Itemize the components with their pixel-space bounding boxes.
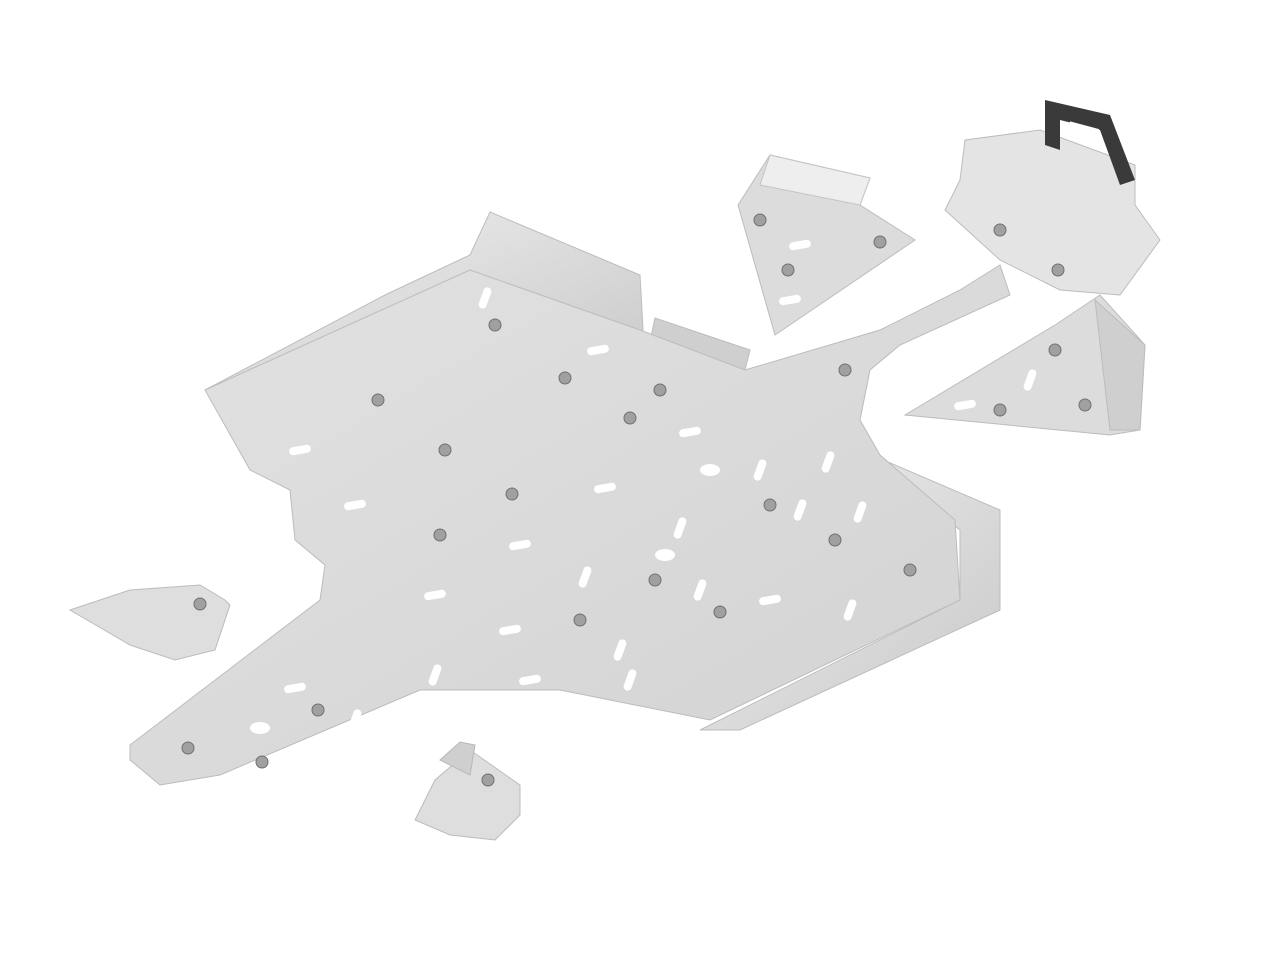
drain-slot (779, 294, 801, 306)
bolt-icon (653, 383, 667, 397)
round-hole (250, 722, 270, 734)
bolt-icon (753, 213, 767, 227)
bolt-icon (828, 533, 842, 547)
drain-slot (348, 709, 362, 731)
bolt-icon (648, 573, 662, 587)
drain-slot (843, 599, 857, 621)
main-skid-plate (129, 264, 1011, 786)
bolt-icon (438, 443, 452, 457)
winch-bracket (1045, 100, 1135, 185)
bolt-icon (1048, 343, 1062, 357)
bolt-icon (433, 528, 447, 542)
bolt-icon (193, 597, 207, 611)
footrest-tab (439, 741, 476, 776)
bolt-icon (255, 755, 269, 769)
drain-slot (587, 344, 609, 356)
round-hole (655, 549, 675, 561)
winch-slot (1066, 121, 1100, 141)
drain-slot (478, 287, 492, 309)
bolt-icon (573, 613, 587, 627)
lower-footrest-guard (414, 749, 521, 841)
drain-slot (509, 539, 531, 551)
drain-slot (424, 589, 446, 601)
bolt-icon (488, 318, 502, 332)
drain-slot (793, 499, 807, 521)
bolt-icon (1078, 398, 1092, 412)
front-plate (944, 129, 1161, 296)
front-left-a-arm-wall (759, 154, 871, 206)
drain-slot (428, 664, 442, 686)
drain-slot (789, 239, 811, 251)
drain-slot (1023, 369, 1037, 391)
bolt-icon (873, 235, 887, 249)
bolt-icon (181, 741, 195, 755)
drain-slot (853, 501, 867, 523)
mounting-bolts (181, 213, 1092, 787)
drain-slot (821, 451, 835, 473)
drain-slot (594, 482, 616, 494)
bolt-icon (623, 411, 637, 425)
drain-slot (673, 517, 687, 539)
drain-slot (753, 459, 767, 481)
round-hole (700, 464, 720, 476)
drain-slot (623, 669, 637, 691)
drain-slot (693, 579, 707, 601)
front-right-a-arm-wall (1094, 298, 1146, 431)
drain-slot (954, 399, 976, 411)
bolt-icon (311, 703, 325, 717)
bolt-icon (505, 487, 519, 501)
drain-slot (289, 444, 311, 456)
drain-slot (519, 674, 541, 686)
bolt-icon (371, 393, 385, 407)
drain-slot (284, 682, 306, 694)
left-footrest-guard (68, 584, 231, 661)
round-hole (935, 329, 955, 341)
drain-slot (679, 426, 701, 438)
drain-slot (499, 624, 521, 636)
bolt-icon (781, 263, 795, 277)
bolt-icon (903, 563, 917, 577)
bolt-icon (838, 363, 852, 377)
drain-slot (759, 594, 781, 606)
drain-slot (344, 499, 366, 511)
drain-slots (250, 239, 1037, 734)
bolt-icon (481, 773, 495, 787)
bolt-icon (993, 223, 1007, 237)
drain-slot (893, 429, 907, 451)
bolt-icon (763, 498, 777, 512)
drain-slot (578, 566, 592, 588)
bolt-icon (558, 371, 572, 385)
bolt-icon (993, 403, 1007, 417)
right-side-wall (699, 449, 1001, 731)
bolt-icon (1051, 263, 1065, 277)
bolt-icon (713, 605, 727, 619)
drain-slot (613, 639, 627, 661)
